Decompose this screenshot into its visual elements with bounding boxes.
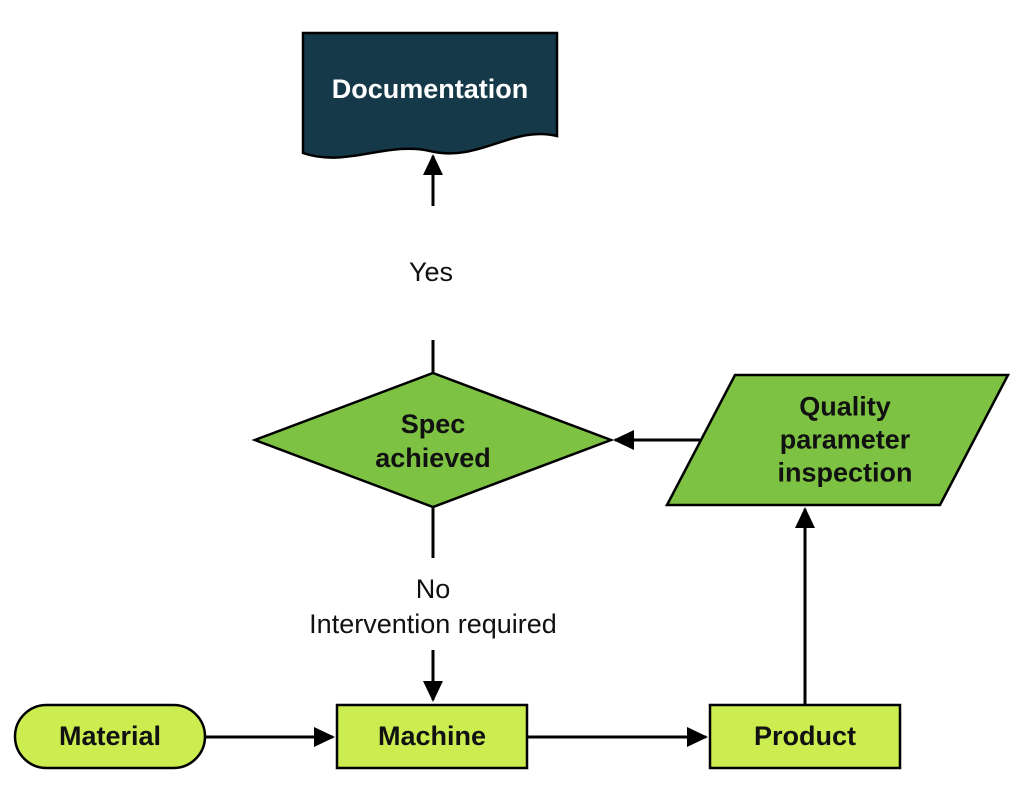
spec-achieved-decision-node <box>251 371 615 509</box>
material-node <box>13 703 207 770</box>
quality-inspection-node <box>664 373 1011 507</box>
machine-node <box>335 703 529 770</box>
documentation-node <box>301 31 559 159</box>
product-node <box>708 703 902 770</box>
